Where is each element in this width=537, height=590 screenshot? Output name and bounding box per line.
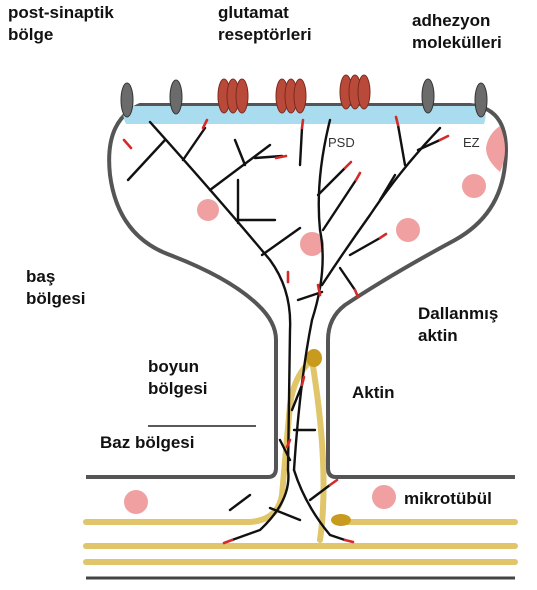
base-region-label: Baz bölgesi [100,432,194,454]
microtubule-cap [306,349,322,367]
actin-label: Aktin [352,382,395,404]
ez-label: EZ [463,135,480,150]
microtubule-cap [331,514,351,526]
glutamate-receptor-clusters [218,75,370,113]
microtubule-label: mikrotübül [404,488,492,510]
psd-label: PSD [328,135,355,150]
endocytic-zone [486,126,505,172]
